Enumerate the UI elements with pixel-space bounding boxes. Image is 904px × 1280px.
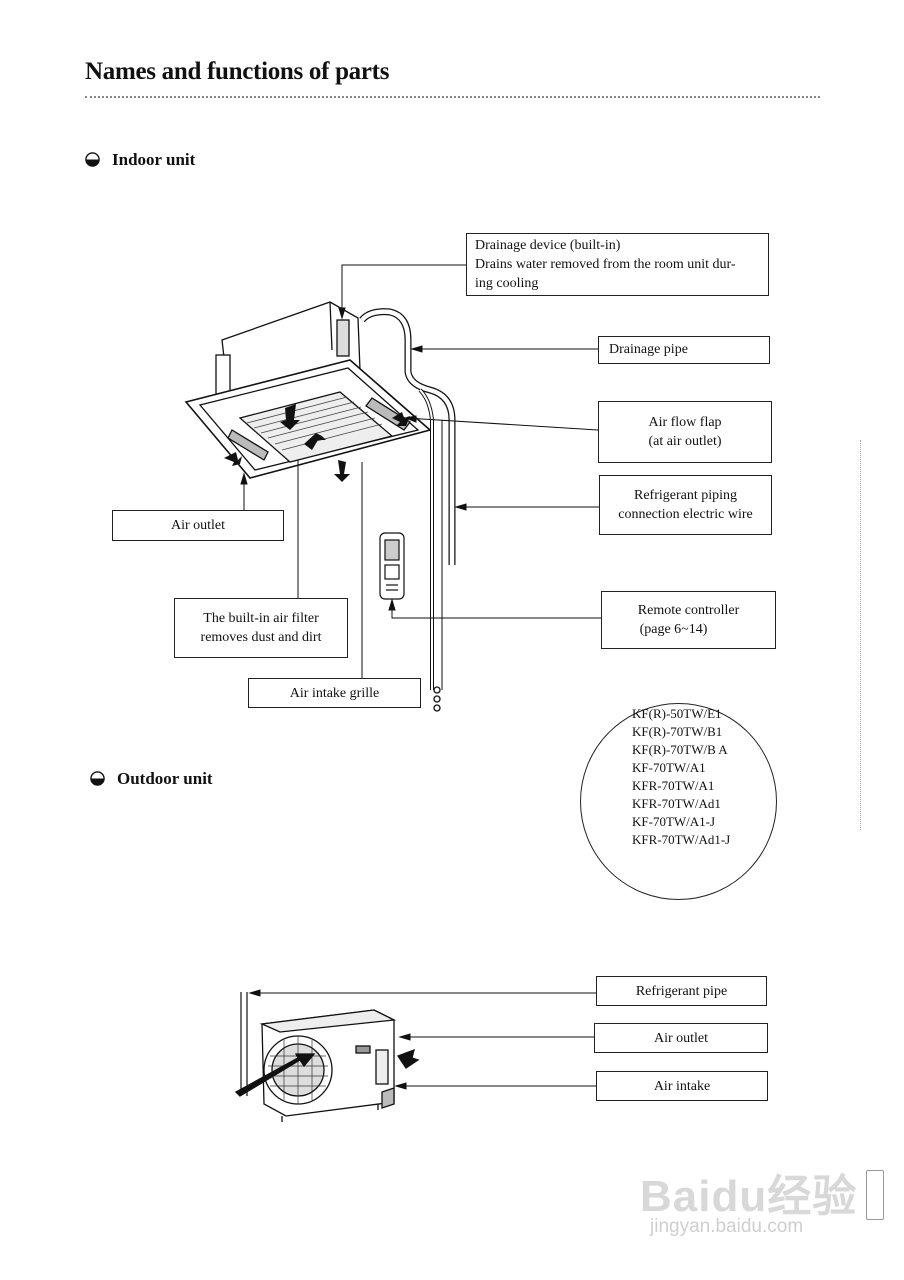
label-air-outlet-indoor: Air outlet [112,510,284,541]
refrigerant-piping-line-2: connection electric wire [618,507,753,522]
drainage-device-line-1: Drainage device (built-in) [475,238,621,253]
remote-controller-line-2: (page 6~14) [639,622,708,637]
model-list: KF(R)-50TW/E1 KF(R)-70TW/B1 KF(R)-70TW/B… [632,705,730,849]
indoor-unit-heading-text: Indoor unit [112,150,196,169]
page-title: Names and functions of parts [85,58,390,85]
refrigerant-piping-line-1: Refrigerant piping [633,488,738,503]
air-flow-flap-line-1: Air flow flap [648,415,722,430]
page-edge-strip [860,440,881,830]
model-item: KF-70TW/A1-J [632,814,716,829]
refrigerant-pipe-text: Refrigerant pipe [635,983,728,999]
label-air-intake-outdoor: Air intake [596,1071,768,1101]
label-air-outlet-outdoor: Air outlet [594,1023,768,1053]
label-remote-controller: Remote controller (page 6~14) [601,591,776,649]
model-list-circle: KF(R)-50TW/E1 KF(R)-70TW/B1 KF(R)-70TW/B… [580,703,777,900]
air-intake-outdoor-text: Air intake [653,1078,711,1094]
indoor-unit-heading: Indoor unit [85,150,195,170]
title-rule [85,96,820,98]
leader-lines [240,264,601,1090]
model-item: KF-70TW/A1 [632,760,706,775]
air-outlet-indoor-text: Air outlet [170,518,226,533]
outdoor-unit-heading: Outdoor unit [90,769,213,789]
label-refrigerant-piping: Refrigerant piping connection electric w… [599,475,772,535]
remote-controller-drawing [379,532,405,600]
label-refrigerant-pipe: Refrigerant pipe [596,976,767,1006]
air-intake-grille-text: Air intake grille [289,685,380,701]
half-filled-circle-icon [85,152,100,167]
air-outlet-outdoor-text: Air outlet [653,1030,709,1046]
label-air-intake-grille: Air intake grille [248,678,421,708]
watermark-logo: Baidu经验 [640,1172,858,1221]
page-tab-mark [866,1170,884,1220]
half-filled-circle-icon [90,771,105,786]
model-item: KFR-70TW/A1 [632,778,715,793]
remote-controller-line-1: Remote controller [637,603,740,618]
label-air-flow-flap: Air flow flap (at air outlet) [598,401,772,463]
watermark-url: jingyan.baidu.com [650,1216,804,1237]
model-item: KF(R)-70TW/B A [632,742,728,757]
air-filter-line-2: removes dust and dirt [200,630,322,645]
outdoor-unit-drawing [234,992,420,1122]
air-flow-flap-line-2: (at air outlet) [648,434,722,449]
drainage-device-line-2: Drains water removed from the room unit … [475,257,736,272]
model-item: KFR-70TW/Ad1 [632,796,721,811]
outdoor-unit-heading-text: Outdoor unit [117,769,213,788]
drainage-device-line-3: ing cooling [475,276,539,291]
model-item: KF(R)-70TW/B1 [632,724,723,739]
model-item: KF(R)-50TW/E1 [632,706,722,721]
model-item: KFR-70TW/Ad1-J [632,832,731,847]
drainage-pipe-text: Drainage pipe [609,342,688,357]
label-drainage-pipe: Drainage pipe [598,336,770,364]
label-air-filter: The built-in air filter removes dust and… [174,598,348,658]
label-drainage-device: Drainage device (built-in) Drains water … [466,233,769,296]
air-filter-line-1: The built-in air filter [203,611,319,626]
